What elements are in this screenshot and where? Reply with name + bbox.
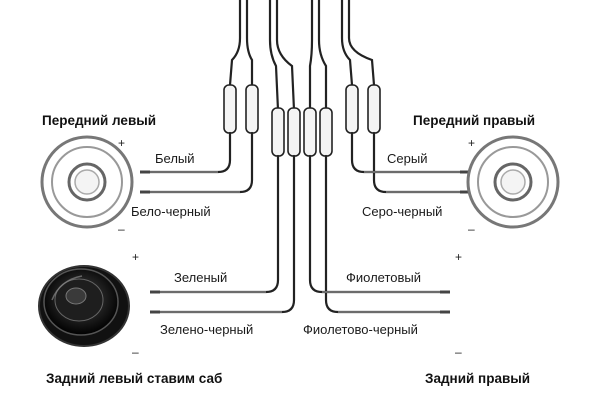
front-right-minus: – xyxy=(468,222,475,236)
wire-label-violet-black: Фиолетово-черный xyxy=(303,322,418,337)
wire-label-violet: Фиолетовый xyxy=(346,270,422,285)
wire-label-gray-black: Серо-черный xyxy=(362,204,443,219)
front-right-plus: + xyxy=(468,136,476,150)
front-left-speaker-icon xyxy=(40,135,134,229)
rear-left-title: Задний левый ставим саб xyxy=(46,371,223,386)
wire-label-gray: Серый xyxy=(387,151,428,166)
wire-label-white: Белый xyxy=(155,151,195,166)
front-left-plus: + xyxy=(118,136,126,150)
wire-label-white-black: Бело-черный xyxy=(131,204,211,219)
subwoofer-icon xyxy=(38,265,130,347)
connector-violet xyxy=(303,107,317,157)
rear-left-plus: + xyxy=(132,250,140,264)
front-left-minus: – xyxy=(118,222,125,236)
connector-green xyxy=(271,107,285,157)
front-right-speaker-icon xyxy=(466,135,560,229)
front-left-title: Передний левый xyxy=(42,113,157,128)
wire-label-green-black: Зелено-черный xyxy=(160,322,254,337)
rear-left-minus: – xyxy=(132,345,139,359)
rear-right-plus: + xyxy=(455,250,463,264)
rear-right-title: Задний правый xyxy=(425,371,531,386)
connector-white xyxy=(223,84,237,134)
front-right-title: Передний правый xyxy=(413,113,536,128)
rear-right-minus: – xyxy=(455,345,462,359)
connector-white-black xyxy=(245,84,259,134)
connector-gray-black xyxy=(367,84,381,134)
connector-violet-black xyxy=(319,107,333,157)
connector-gray xyxy=(345,84,359,134)
connector-green-black xyxy=(287,107,301,157)
wire-label-green: Зеленый xyxy=(174,270,228,285)
